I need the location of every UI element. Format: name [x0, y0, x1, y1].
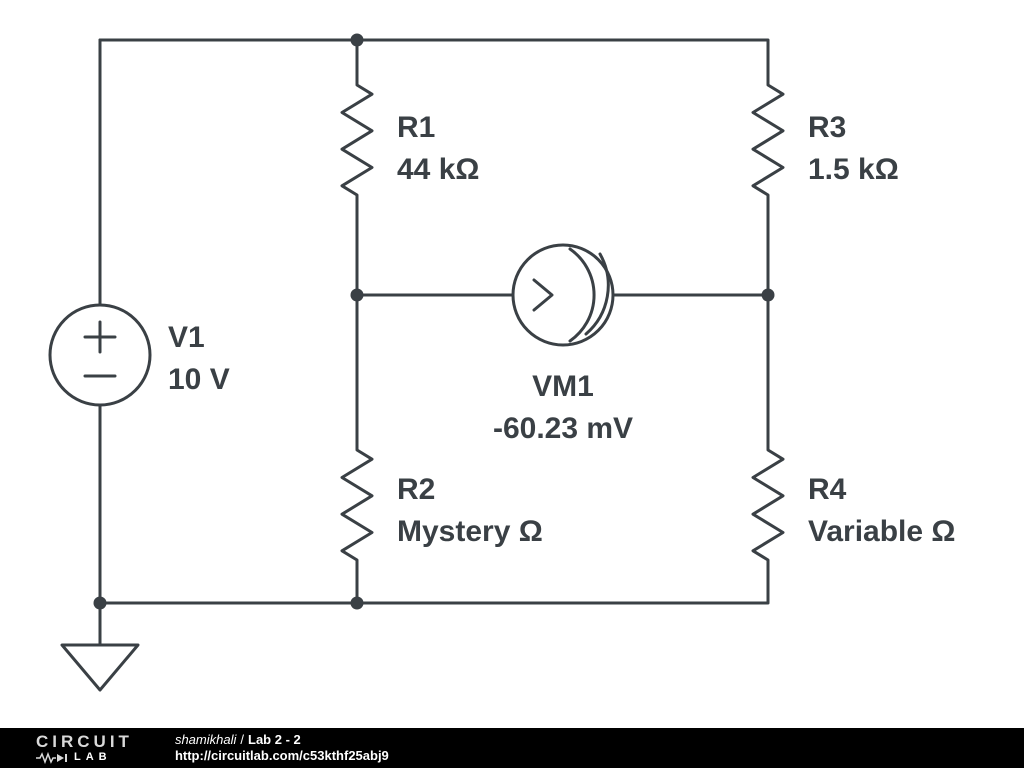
- junction-dot: [93, 596, 107, 610]
- circuitlab-logo: CIRCUIT LAB: [36, 733, 133, 764]
- r2-name-label: R2: [397, 473, 435, 506]
- ground-symbol[interactable]: [60, 643, 140, 692]
- logo-circuit-text: CIRCUIT: [36, 731, 133, 751]
- logo-lab-text: LAB: [74, 751, 112, 763]
- r1-name-label: R1: [397, 111, 435, 144]
- resistor-r3[interactable]: [751, 40, 785, 295]
- resistor-icon: [751, 295, 785, 603]
- circuit-url: http://circuitlab.com/c53kthf25abj9: [174, 748, 389, 763]
- footer-bar: CIRCUIT LAB shamikhali/ Lab 2 - 2 http://…: [0, 728, 1024, 768]
- wires: [98, 38, 770, 647]
- voltmeter-vm1[interactable]: [511, 243, 615, 347]
- r3-name-label: R3: [808, 111, 846, 144]
- resistor-r4[interactable]: [751, 295, 785, 603]
- voltmeter-dial-icon: [568, 247, 596, 343]
- voltmeter-arrow-icon: [532, 278, 554, 312]
- voltage-source-v1[interactable]: [48, 303, 152, 407]
- junction-dots: [93, 33, 775, 610]
- voltmeter-dial-icon: [584, 252, 610, 336]
- component-labels: R1 44 kΩ R3 1.5 kΩ V1 10 V VM1 -60.23 mV…: [168, 111, 955, 548]
- r4-value-label: Variable Ω: [808, 515, 955, 548]
- author-name: shamikhali: [174, 732, 237, 747]
- footer-title-line: shamikhali/ Lab 2 - 2: [175, 732, 389, 748]
- resistor-icon: [340, 295, 374, 603]
- junction-dot: [761, 288, 775, 302]
- vm1-value-label: -60.23 mV: [493, 412, 633, 445]
- junction-dot: [350, 33, 364, 47]
- waveform-icon: [36, 751, 67, 764]
- resistor-icon: [751, 40, 785, 295]
- resistor-r1[interactable]: [340, 40, 374, 295]
- schematic-canvas: R1 44 kΩ R3 1.5 kΩ V1 10 V VM1 -60.23 mV…: [48, 33, 955, 692]
- project-title: Lab 2 - 2: [248, 732, 301, 747]
- r2-value-label: Mystery Ω: [397, 515, 543, 548]
- separator: /: [240, 732, 244, 747]
- r1-value-label: 44 kΩ: [397, 153, 479, 186]
- footer-text: shamikhali/ Lab 2 - 2 http://circuitlab.c…: [175, 732, 389, 764]
- resistor-r2[interactable]: [340, 295, 374, 603]
- vm1-name-label: VM1: [532, 370, 594, 403]
- voltage-source-icon: [48, 303, 152, 407]
- junction-dot: [350, 288, 364, 302]
- r4-name-label: R4: [808, 473, 847, 506]
- ground-icon: [60, 643, 140, 692]
- resistor-icon: [340, 40, 374, 295]
- v1-value-label: 10 V: [168, 363, 230, 396]
- r3-value-label: 1.5 kΩ: [808, 153, 899, 186]
- junction-dot: [350, 596, 364, 610]
- voltmeter-icon: [511, 243, 615, 347]
- v1-name-label: V1: [168, 321, 205, 354]
